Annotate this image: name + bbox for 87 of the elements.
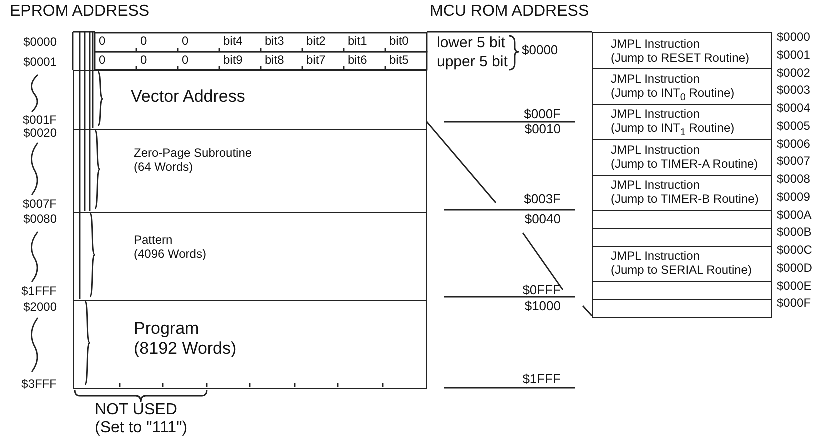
address-label: $0007: [777, 155, 810, 170]
bit-label: bit3: [265, 35, 284, 49]
region-title: Zero-Page Subroutine: [134, 146, 254, 160]
address-label: $000B: [777, 226, 812, 240]
bit-label: bit1: [348, 35, 368, 49]
region-note: (Jump to RESET Routine): [611, 51, 750, 66]
address-label: $0001: [24, 56, 57, 70]
address-label: $000F: [524, 108, 561, 122]
region-title: JMPL Instruction: [611, 249, 701, 264]
region-note: (64 Words): [134, 160, 194, 175]
address-label: $0000: [522, 44, 558, 58]
address-label: $0020: [24, 127, 57, 141]
bit-label: 0: [99, 54, 106, 68]
address-label: $3FFF: [22, 378, 57, 392]
address-label: $0001: [777, 48, 810, 63]
bit-label: 0: [182, 54, 189, 68]
address-label: $1FFF: [22, 285, 57, 299]
address-label: $0003: [777, 84, 810, 98]
address-label: $0006: [777, 138, 810, 152]
address-label: $001F: [22, 114, 57, 128]
address-label: $0000: [777, 31, 810, 45]
bit-label: 0: [99, 35, 106, 49]
address-label: $0000: [24, 36, 57, 50]
region-note: (Jump to TIMER-A Routine): [611, 156, 760, 172]
address-label: $0009: [777, 190, 810, 205]
vector-table-row: [592, 245, 772, 282]
vector-table-row: [592, 68, 772, 104]
memory-region: [73, 70, 427, 130]
region-title: JMPL Instruction: [611, 142, 701, 157]
region-title: JMPL Instruction: [611, 107, 701, 122]
region-note: (Jump to TIMER-B Routine): [611, 192, 760, 207]
address-label: $000A: [777, 208, 812, 222]
memory-region: [73, 299, 427, 388]
address-label: $0004: [777, 102, 810, 116]
note: NOT USED (Set to "111"): [95, 402, 189, 438]
address-label: $0002: [777, 66, 810, 80]
region-note: (4096 Words): [134, 247, 208, 262]
address-label: $2000: [24, 301, 57, 315]
memory-region: [73, 128, 427, 212]
address-label: $003F: [524, 192, 561, 208]
bit-label: bit0: [390, 35, 409, 49]
region-title: Pattern: [134, 233, 174, 248]
vector-table-row: [592, 32, 772, 69]
memory-region: [73, 211, 427, 300]
bit-label: 0: [140, 54, 148, 68]
bit-label: bit2: [306, 35, 326, 49]
bit-label: bit8: [265, 54, 284, 68]
region-note: (Jump to SERIAL Routine): [611, 263, 753, 278]
address-label: $000D: [777, 262, 812, 276]
address-label: $000E: [777, 280, 812, 294]
region-title: JMPL Instruction: [611, 178, 701, 192]
region-title: JMPL Instruction: [611, 37, 701, 52]
vector-table-row: [592, 210, 772, 229]
address-label: $0005: [777, 120, 810, 134]
address-label: $0040: [524, 212, 561, 228]
bit-label: 0: [182, 35, 189, 49]
vector-table-row: [592, 298, 772, 318]
byte-label: lower 5 bit: [437, 34, 506, 52]
address-label: $0010: [524, 122, 561, 138]
address-label: $1FFF: [522, 372, 561, 388]
bit-label: bit6: [348, 54, 368, 68]
bit-label: bit9: [224, 54, 243, 68]
address-label: $0FFF: [522, 284, 561, 298]
region-title: JMPL Instruction: [611, 72, 701, 86]
vector-table-row: [592, 138, 772, 176]
bit-label: bit7: [306, 54, 326, 68]
vector-table-row: [592, 227, 772, 246]
address-label: $0008: [777, 173, 810, 187]
address-label: $000F: [777, 297, 812, 312]
vector-table-row: [592, 280, 772, 300]
region-note: (Jump to INT$_{0}$ Routine): [611, 86, 736, 104]
address-label: $007F: [22, 198, 57, 212]
section-heading: MCU ROM ADDRESS: [430, 2, 590, 22]
vector-table-row: [592, 174, 772, 211]
address-label: $0080: [24, 213, 57, 227]
bit-label: 0: [140, 35, 148, 49]
region-note: (Jump to INT$_{1}$ Routine): [611, 121, 736, 140]
region-title: Vector Address: [131, 87, 246, 108]
bit-label: bit5: [390, 54, 409, 68]
section-heading: EPROM ADDRESS: [10, 2, 150, 22]
address-label: $1000: [524, 300, 561, 314]
region-note: (8192 Words): [134, 339, 238, 360]
address-label: $000C: [777, 244, 812, 258]
region-title: Program: [134, 319, 200, 340]
vector-table-row: [592, 103, 772, 140]
byte-label: upper 5 bit: [437, 53, 508, 71]
bit-label: bit4: [224, 35, 243, 49]
